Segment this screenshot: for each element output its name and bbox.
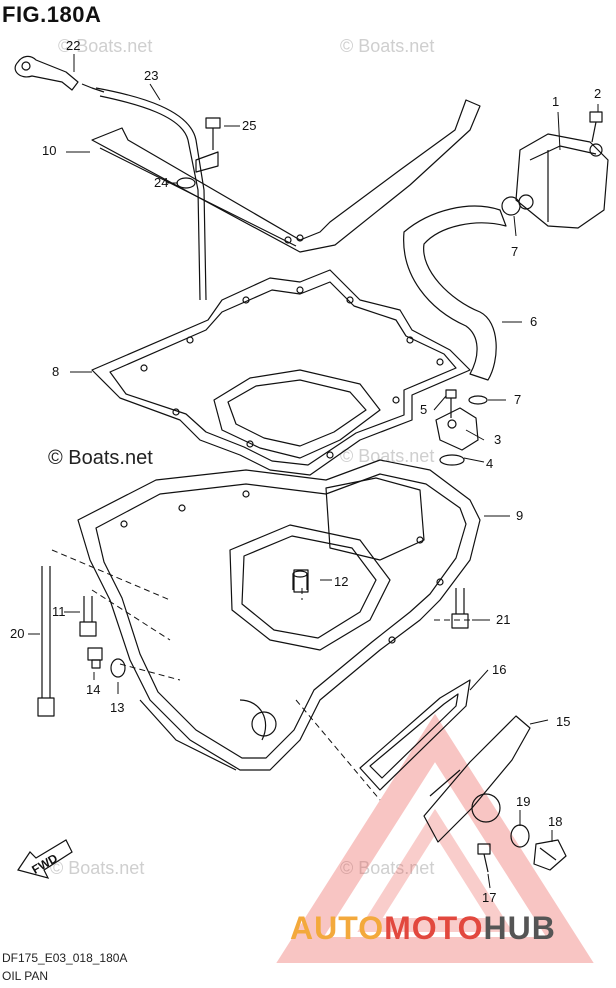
bolt-5 [445, 389, 457, 418]
callout-16: 16 [492, 662, 507, 677]
callout-7-lower: 7 [514, 392, 522, 407]
callout-15: 15 [556, 714, 571, 729]
callout-1: 1 [552, 94, 560, 109]
callout-20: 20 [10, 626, 25, 641]
brand-logo-triangle [276, 713, 594, 963]
oil-pan-cover [423, 715, 531, 843]
watermark-bottom-left: © Boats.net [50, 858, 145, 878]
watermark-mid-right: © Boats.net [340, 446, 435, 466]
callout-13: 13 [110, 700, 125, 715]
callout-21: 21 [496, 612, 511, 627]
o-ring-7-lower [468, 395, 488, 405]
callout-8: 8 [52, 364, 60, 379]
bolt-2 [589, 111, 603, 143]
drain-plug-14 [87, 647, 103, 669]
cover-gasket [359, 679, 471, 791]
water-hose [403, 205, 507, 381]
watermark-main: © Boats.net [48, 447, 153, 469]
callout-7-upper: 7 [511, 244, 519, 259]
bolt-17 [477, 843, 491, 873]
callout-25: 25 [242, 118, 257, 133]
callout-11: 11 [52, 604, 66, 619]
watermark-top-right: © Boats.net [340, 36, 435, 56]
union-3 [435, 407, 479, 451]
callout-6: 6 [530, 314, 538, 329]
baffle-plate [91, 99, 481, 253]
bolt-11 [79, 596, 97, 637]
brand-part-auto: AUTO [290, 910, 385, 946]
bolt-25 [205, 117, 221, 150]
callout-9: 9 [516, 508, 524, 523]
diagram-name: OIL PAN [2, 969, 49, 983]
oil-pan-gasket [91, 269, 471, 476]
oil-level-gauge [14, 55, 105, 93]
watermark-bottom-right: © Boats.net [340, 858, 435, 878]
brand-logo-text: AUTOMOTOHUB [290, 910, 556, 947]
callout-12: 12 [334, 574, 349, 589]
assembly-guides [51, 549, 470, 801]
oil-pan [77, 459, 481, 771]
callout-18: 18 [548, 814, 563, 829]
washer-13 [110, 658, 126, 678]
diagram-code: DF175_E03_018_180A [2, 951, 128, 965]
gasket-4 [439, 454, 465, 466]
cover-1 [515, 133, 609, 229]
o-ring-24 [176, 177, 196, 189]
callout-22: 22 [66, 38, 81, 53]
o-ring-7-upper [501, 196, 521, 216]
callout-10: 10 [42, 143, 57, 158]
gauge-guide [95, 87, 219, 301]
callout-14: 14 [86, 682, 101, 697]
callout-4: 4 [486, 456, 494, 471]
plug-18 [533, 839, 567, 871]
callout-3: 3 [494, 432, 502, 447]
dowel-pin [292, 570, 308, 590]
callout-2: 2 [594, 86, 602, 101]
brand-part-hub: HUB [483, 910, 556, 946]
callout-23: 23 [144, 68, 159, 83]
bolt-21 [451, 588, 469, 629]
brand-part-moto: MOTO [384, 910, 484, 946]
callout-5: 5 [420, 402, 428, 417]
gasket-19 [510, 824, 530, 848]
fwd-arrow: FWD [17, 839, 73, 879]
leader-lines [28, 54, 599, 889]
bolt-20 [37, 566, 55, 717]
figure-title: FIG.180A [2, 2, 102, 27]
callout-17: 17 [482, 890, 497, 905]
callout-19: 19 [516, 794, 531, 809]
watermark-top-left: © Boats.net [58, 36, 153, 56]
callout-24: 24 [154, 175, 169, 190]
